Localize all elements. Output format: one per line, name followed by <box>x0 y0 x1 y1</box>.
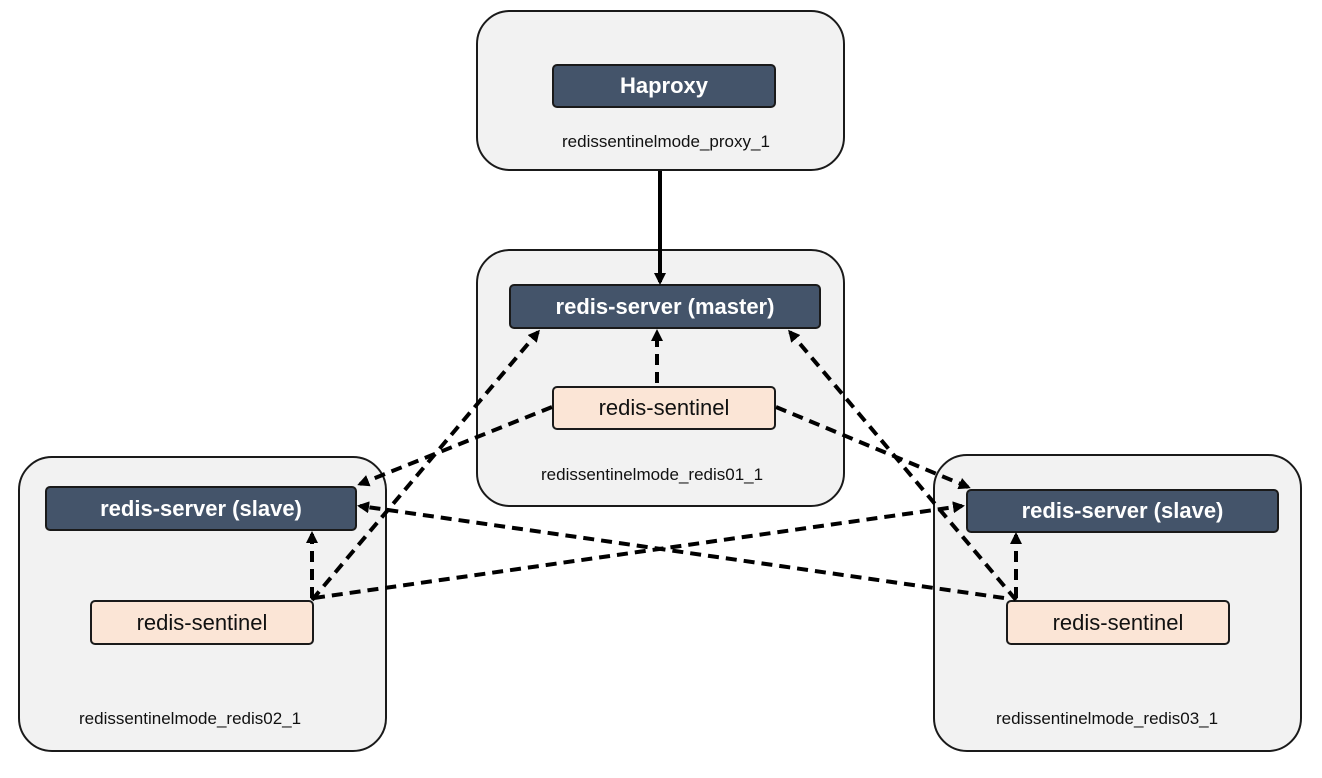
redis03-sentinel-node: redis-sentinel <box>1006 600 1230 645</box>
arrow-sentinel03-to-slave02 <box>357 501 1005 600</box>
redis-master-node: redis-server (master) <box>509 284 821 329</box>
redis01-sentinel-node: redis-sentinel <box>552 386 776 430</box>
redis02-sentinel-node: redis-sentinel <box>90 600 314 645</box>
haproxy-node: Haproxy <box>552 64 776 108</box>
redis02-container-label: redissentinelmode_redis02_1 <box>79 709 302 728</box>
arrow-sentinel02-to-slave03 <box>313 501 965 600</box>
redis03-container-label: redissentinelmode_redis03_1 <box>996 709 1219 728</box>
proxy-container-label: redissentinelmode_proxy_1 <box>562 132 770 151</box>
redis02-slave-node: redis-server (slave) <box>45 486 357 531</box>
redis01-container-label: redissentinelmode_redis01_1 <box>541 465 764 484</box>
redis03-slave-node: redis-server (slave) <box>966 489 1279 533</box>
